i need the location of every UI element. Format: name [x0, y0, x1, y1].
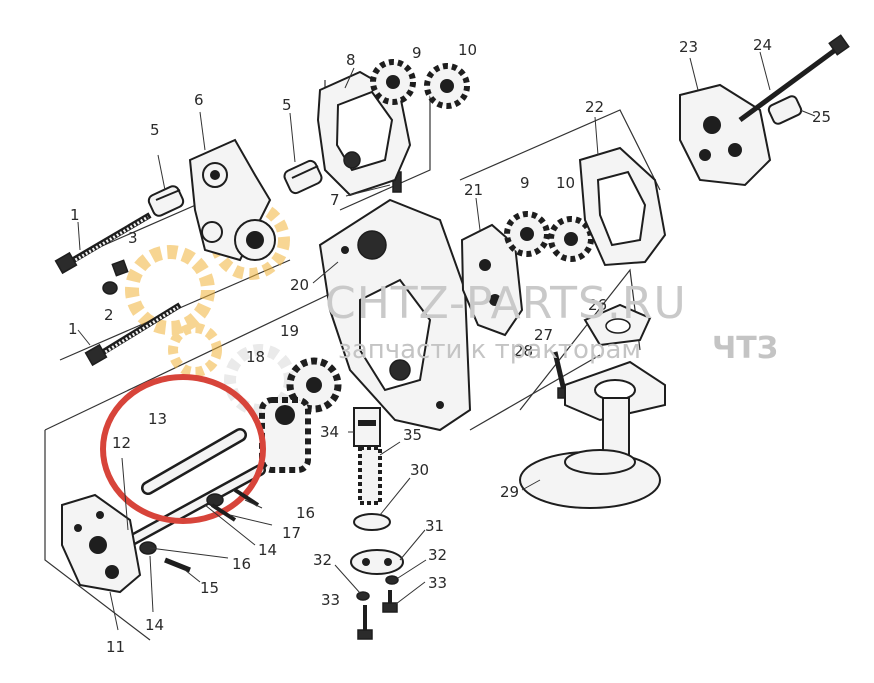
bushing-25 [767, 95, 803, 125]
oil-strainer-29 [519, 360, 666, 509]
label-6: 6 [194, 91, 204, 109]
label-27: 27 [534, 326, 553, 344]
washer-32-right [385, 575, 399, 585]
label-21: 21 [464, 181, 483, 199]
label-9-top: 9 [412, 44, 422, 62]
leader-lines [77, 51, 816, 631]
label-24: 24 [753, 36, 772, 54]
washer-30 [353, 513, 391, 531]
label-33-right: 33 [428, 574, 447, 592]
watermark: CHTZ-PARTS.RU запчасти к тракторам ЧТЗ [325, 278, 778, 366]
bushing-5-left [147, 185, 185, 217]
watermark-site: CHTZ-PARTS.RU [325, 278, 687, 329]
gear-9-middle [504, 211, 550, 257]
washer-32-left [356, 591, 370, 601]
shaft-12 [126, 464, 266, 546]
pin-17 [210, 503, 237, 522]
label-32-left: 32 [313, 551, 332, 569]
label-16-lower: 16 [232, 555, 251, 573]
label-30: 30 [410, 461, 429, 479]
spring-35 [358, 446, 382, 505]
label-5-right: 5 [282, 96, 292, 114]
pump-cover-22 [578, 146, 667, 267]
label-2: 2 [104, 306, 114, 324]
label-10-top: 10 [458, 41, 477, 59]
drive-housing-6 [188, 138, 276, 262]
plate-21 [460, 223, 524, 337]
label-13: 13 [148, 410, 167, 428]
gear-10-top [424, 63, 470, 109]
label-15: 15 [200, 579, 219, 597]
label-19: 19 [280, 322, 299, 340]
label-26: 26 [588, 296, 607, 314]
label-14-lower: 14 [145, 616, 164, 634]
pin-15 [164, 557, 191, 573]
label-8: 8 [346, 51, 356, 69]
gasket-26 [583, 303, 652, 347]
bolt-1-lower [84, 302, 182, 367]
gear-19 [286, 357, 342, 413]
label-23: 23 [679, 38, 698, 56]
part-number-labels: 1 1 2 3 5 5 6 7 8 9 10 9 10 11 12 13 14 … [68, 36, 831, 656]
label-33-left: 33 [321, 591, 340, 609]
watermark-tagline: запчасти к тракторам [338, 335, 641, 365]
plug-34 [353, 407, 381, 447]
bushing-5-right [283, 159, 323, 195]
label-14-upper: 14 [258, 541, 277, 559]
label-3: 3 [128, 229, 138, 247]
gear-9-top [370, 59, 416, 105]
key-14-lower [139, 541, 157, 555]
plate-31 [350, 549, 404, 575]
nut-3 [111, 259, 129, 277]
bolt-33-left [357, 605, 373, 640]
pump-body-20 [318, 198, 472, 432]
gear-10-middle [548, 216, 594, 262]
label-10-middle: 10 [556, 174, 575, 192]
watermark-brand: ЧТЗ [712, 331, 778, 366]
label-7: 7 [330, 191, 340, 209]
label-25: 25 [812, 108, 831, 126]
pump-cover-11 [61, 493, 142, 594]
pin-16 [233, 488, 260, 507]
label-32-right: 32 [428, 546, 447, 564]
relief-housing-23 [679, 83, 772, 187]
shaft-13 [141, 428, 247, 495]
bolt-24 [738, 34, 850, 123]
key-14-upper [206, 493, 224, 507]
bolt-1-upper [54, 212, 152, 275]
washer-2 [102, 281, 118, 295]
label-17: 17 [282, 524, 301, 542]
label-1-upper: 1 [70, 206, 80, 224]
label-22: 22 [585, 98, 604, 116]
label-35: 35 [403, 426, 422, 444]
label-18: 18 [246, 348, 265, 366]
label-29: 29 [500, 483, 519, 501]
label-5-left: 5 [150, 121, 160, 139]
label-1-lower: 1 [68, 320, 78, 338]
label-12: 12 [112, 434, 131, 452]
gear-18 [259, 397, 311, 473]
label-28: 28 [514, 342, 533, 360]
label-34: 34 [320, 423, 339, 441]
label-16-right: 16 [296, 504, 315, 522]
bolt-33-right [382, 590, 398, 613]
label-9-middle: 9 [520, 174, 530, 192]
label-11: 11 [106, 638, 125, 656]
label-31: 31 [425, 517, 444, 535]
highlight-circle [100, 374, 266, 524]
label-20: 20 [290, 276, 309, 294]
